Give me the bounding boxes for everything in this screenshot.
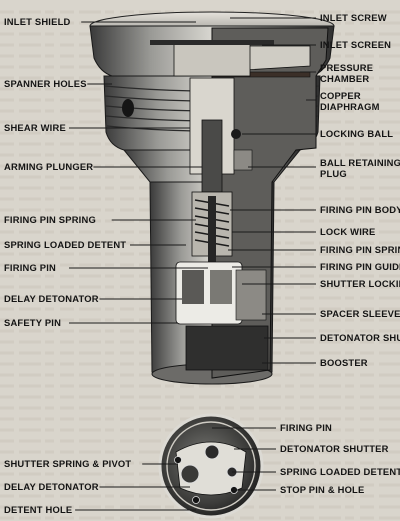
inset-cross-section [158,413,264,519]
label-delay-detonator: DELAY DETONATOR [4,481,99,492]
label-firing-pin: FIRING PIN [4,262,56,273]
label-spring-loaded-detent: SPRING LOADED DETENT [280,466,400,477]
firing-pin-rod [208,196,216,268]
label-detent-hole: DETENT HOLE [4,504,72,515]
label-firing-pin-body: FIRING PIN BODY [320,204,400,215]
label-inlet-screen: INLET SCREEN [320,39,391,50]
label-inlet-screw: INLET SCREW [320,12,387,23]
label-spacer-sleeve: SPACER SLEEVE [320,308,400,319]
label-firing-pin: FIRING PIN [280,422,332,433]
inset-inner-ring [166,421,256,511]
ball-retaining-plug [233,149,253,171]
booster [185,325,269,371]
delay-detonator-cell [182,270,204,304]
label-detonator-shutter: DETONATOR SHUTTER [320,332,400,343]
delay-detonator-cell [210,270,232,304]
arming-plunger [201,119,223,193]
inset-pivot [174,456,182,464]
inlet-shield-plate [150,40,274,45]
inset-delay-detonator [180,464,200,484]
spacer-sleeve [235,269,267,321]
spanner-hole [122,99,134,117]
inner-chamber [173,43,251,77]
callout-labels: INLET SHIELD SPANNER HOLES SHEAR WIRE ARMIN… [4,12,400,515]
label-shutter-locking-pin: SHUTTER LOCKING PIN [320,278,400,289]
label-firing-pin-guide: FIRING PIN GUIDE [320,261,400,272]
label-delay-detonator: DELAY DETONATOR [4,293,99,304]
label-shear-wire: SHEAR WIRE [4,122,66,133]
label-arming-plunger: ARMING PLUNGER [4,161,93,172]
label-lock-wire: LOCK WIRE [320,226,375,237]
label-spanner-holes: SPANNER HOLES [4,78,87,89]
label-spring-loaded-detent: SPRING LOADED DETENT [4,239,126,250]
label-stop-pin-and-hole: STOP PIN & HOLE [280,484,364,495]
inset-detent-hole [192,496,200,504]
label-inlet-shield: INLET SHIELD [4,16,70,27]
label-detonator-shutter: DETONATOR SHUTTER [280,443,389,454]
label-safety-pin: SAFETY PIN [4,317,61,328]
locking-ball [231,129,241,139]
leader-lines [69,17,316,511]
label-firing-pin-spring: FIRING PIN SPRING [320,244,400,255]
inset-firing-pin-hole [204,444,220,460]
label-booster: BOOSTER [320,357,368,368]
label-firing-pin-spring: FIRING PIN SPRING [4,214,96,225]
label-locking-ball: LOCKING BALL [320,128,393,139]
label-shutter-spring-and-pivot: SHUTTER SPRING & PIVOT [4,458,131,469]
